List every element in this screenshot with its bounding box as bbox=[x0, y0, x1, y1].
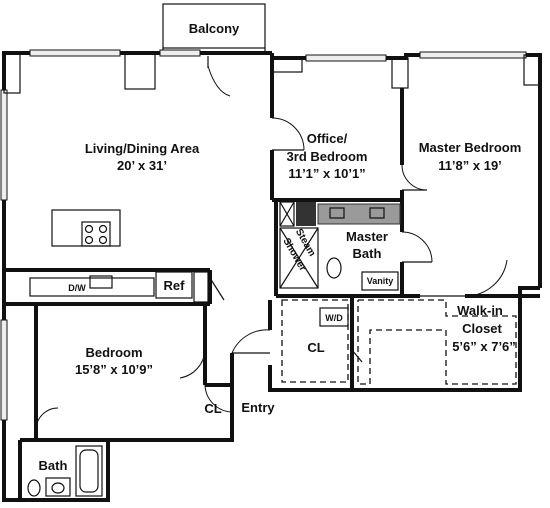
bathtub bbox=[75, 445, 103, 497]
balcony-outline bbox=[162, 3, 266, 49]
laundry-cl-label: CL bbox=[307, 340, 324, 355]
column-top-2 bbox=[271, 57, 303, 73]
bath-toilet bbox=[27, 479, 41, 497]
closet-door bbox=[464, 259, 508, 297]
walk-in-closet-label-line1: Walk-in bbox=[457, 303, 503, 318]
column-ne bbox=[523, 54, 541, 86]
kitchen bbox=[29, 209, 225, 303]
walk-in-closet-dims: 5’6” x 7’6” bbox=[452, 339, 516, 354]
window-office bbox=[305, 54, 387, 62]
refrigerator bbox=[155, 271, 193, 299]
bath-door bbox=[35, 407, 59, 431]
cooktop bbox=[81, 221, 111, 247]
column-top-3 bbox=[391, 57, 409, 89]
shower-x2 bbox=[279, 227, 319, 289]
vanity-label: Vanity bbox=[367, 276, 394, 286]
master-bath-label-line2: Bath bbox=[353, 246, 382, 261]
window-living-west bbox=[0, 89, 8, 201]
office-dims: 11’1” x 10’1” bbox=[288, 166, 365, 181]
living-dining-dims: 20’ x 31’ bbox=[117, 158, 167, 173]
master-bath-door bbox=[401, 231, 433, 263]
steam-shower bbox=[279, 227, 319, 289]
burner-4 bbox=[98, 235, 108, 245]
bath-sink-1 bbox=[329, 207, 345, 219]
balcony-door-swing bbox=[207, 65, 231, 97]
kitchen-counter bbox=[29, 277, 155, 297]
burner-1 bbox=[84, 224, 94, 234]
bath-cabinet bbox=[279, 201, 295, 227]
closet-shelf-mark bbox=[351, 349, 363, 363]
wall-east-lower bbox=[450, 286, 540, 392]
exterior-walls bbox=[2, 51, 542, 502]
laundry-closet-outline bbox=[281, 299, 349, 383]
wall-south-east bbox=[268, 365, 450, 392]
entry-cl-label: CL bbox=[204, 401, 221, 416]
office-label-line2: 3rd Bedroom bbox=[287, 149, 368, 164]
bath-cabinet-x2 bbox=[279, 201, 295, 227]
window-bedroom-west bbox=[0, 319, 8, 421]
living-dining-label: Living/Dining Area bbox=[85, 141, 200, 156]
toilet bbox=[326, 257, 342, 279]
balcony-label: Balcony bbox=[189, 21, 240, 36]
master-bath-fixtures bbox=[279, 201, 433, 291]
ref-label: Ref bbox=[164, 278, 186, 293]
windows bbox=[0, 49, 527, 421]
bath-shaft bbox=[296, 202, 316, 226]
window-living-1 bbox=[29, 49, 121, 57]
window-master bbox=[419, 51, 527, 59]
balcony-door bbox=[207, 56, 231, 97]
vanity-counter bbox=[361, 271, 399, 291]
bath-label: Bath bbox=[39, 458, 68, 473]
doors bbox=[35, 117, 508, 431]
master-bath-label-line1: Master bbox=[346, 229, 388, 244]
dw-label: D/W bbox=[68, 283, 86, 293]
bedroom-door bbox=[179, 349, 206, 379]
entry-closet-door bbox=[204, 384, 233, 413]
master-bedroom-dims: 11’8” x 19’ bbox=[438, 158, 502, 173]
wd-label: W/D bbox=[325, 313, 343, 323]
laundry-and-closet bbox=[281, 299, 517, 385]
burner-3 bbox=[84, 235, 94, 245]
window-living-2 bbox=[159, 49, 201, 57]
pantry-door bbox=[209, 277, 225, 301]
kitchen-sink bbox=[89, 275, 113, 289]
bedroom-label: Bedroom bbox=[85, 345, 142, 360]
bedroom-dims: 15’8” x 10’9” bbox=[75, 362, 153, 377]
office-label-line1: Office/ bbox=[307, 131, 348, 146]
bath-sink-basin bbox=[51, 482, 65, 494]
wall-north-east bbox=[270, 53, 542, 288]
bath-sink-2 bbox=[369, 207, 385, 219]
master-bedroom-label: Master Bedroom bbox=[419, 140, 522, 155]
column-top-1 bbox=[124, 52, 156, 90]
interior-walls bbox=[4, 58, 540, 500]
entry-label: Entry bbox=[241, 400, 275, 415]
walk-in-closet-shelving bbox=[357, 299, 517, 385]
bath-sink bbox=[45, 477, 71, 497]
burner-2 bbox=[98, 224, 108, 234]
bath-fixtures bbox=[27, 445, 103, 497]
walk-in-closet-label-line2: Closet bbox=[462, 321, 502, 336]
entry-door bbox=[231, 329, 271, 354]
bathtub-inner bbox=[79, 449, 99, 493]
bath-counter bbox=[317, 203, 401, 225]
office-door bbox=[271, 117, 305, 151]
column-nw bbox=[3, 52, 21, 94]
master-bedroom-door bbox=[401, 164, 428, 191]
pantry bbox=[193, 271, 209, 303]
